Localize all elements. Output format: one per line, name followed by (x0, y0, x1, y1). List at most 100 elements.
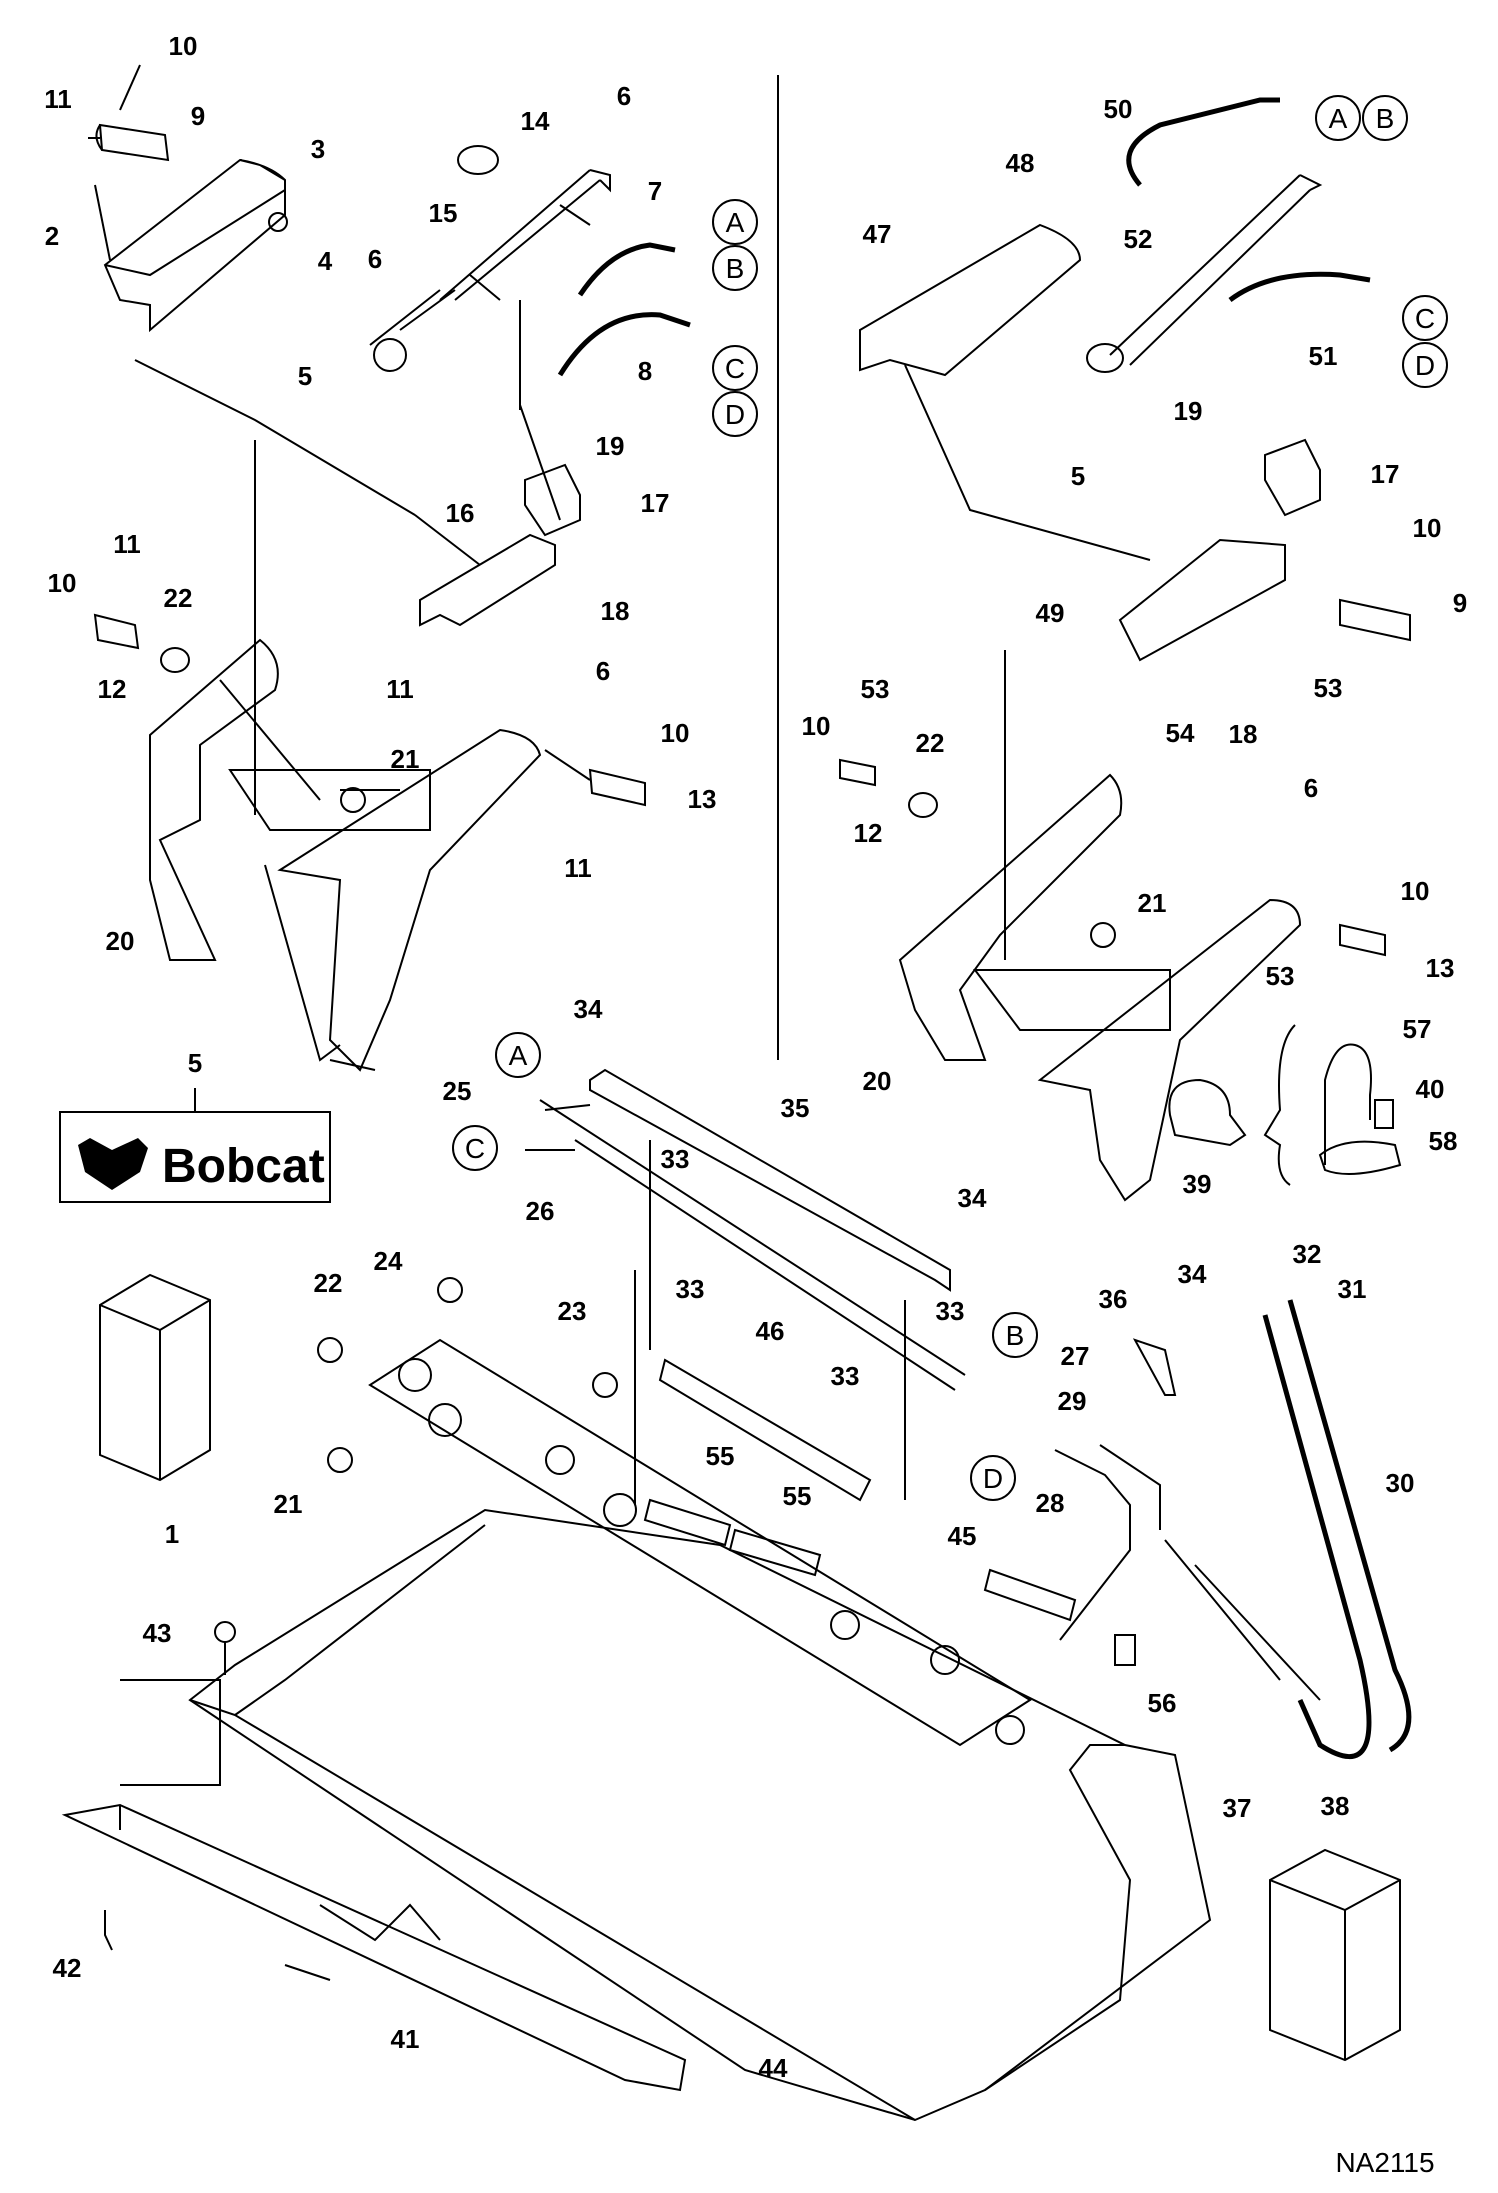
grapple-tine-left (149, 638, 279, 961)
svg-text:A: A (1329, 103, 1348, 134)
hose-guard (419, 533, 556, 627)
svg-text:B: B (726, 253, 745, 284)
nut-43 (214, 1621, 236, 1643)
hose-50 (1126, 97, 1280, 187)
callout-23: 23 (558, 1296, 587, 1326)
callout-36: 36 (1099, 1284, 1128, 1314)
callout-33: 33 (936, 1296, 965, 1326)
callout-57: 57 (1403, 1014, 1432, 1044)
callout-56: 56 (1148, 1688, 1177, 1718)
callout-34: 34 (1178, 1259, 1207, 1289)
callout-28: 28 (1036, 1488, 1065, 1518)
callout-2: 2 (45, 221, 59, 251)
bushing-23 (592, 1372, 618, 1398)
callout-46: 46 (756, 1316, 785, 1346)
bushing-22b (908, 792, 938, 818)
callout-10: 10 (48, 568, 77, 598)
grapple-crossbar (228, 769, 431, 831)
circle-b1: B (712, 245, 758, 291)
callout-24: 24 (374, 1246, 403, 1276)
callout-35: 35 (781, 1093, 810, 1123)
callout-21: 21 (1138, 888, 1167, 918)
circle-d2: D (1402, 342, 1448, 388)
callout-26: 26 (526, 1196, 555, 1226)
callout-11: 11 (386, 674, 414, 704)
circle-b3: B (992, 1312, 1038, 1358)
callout-49: 49 (1036, 598, 1065, 628)
callout-55: 55 (706, 1441, 735, 1471)
callout-10: 10 (661, 718, 690, 748)
callout-22: 22 (314, 1268, 343, 1298)
callout-33: 33 (661, 1144, 690, 1174)
callout-9: 9 (1453, 588, 1467, 618)
callout-27: 27 (1061, 1341, 1090, 1371)
cover-pivot-hole (268, 212, 288, 232)
svg-text:C: C (465, 1133, 485, 1164)
circle-a1: A (712, 199, 758, 245)
cylinder-eye-52 (1086, 343, 1124, 373)
svg-text:C: C (725, 353, 745, 384)
callout-5: 5 (298, 361, 312, 391)
cutting-edge-41 (61, 1803, 687, 2092)
bushing-21b (1090, 922, 1116, 948)
callout-10: 10 (802, 711, 831, 741)
pivot-lug-5 (830, 1610, 860, 1640)
callout-44: 44 (759, 2053, 788, 2083)
tube-29 (1099, 1444, 1161, 1530)
callout-3: 3 (311, 134, 325, 164)
callout-34: 34 (958, 1183, 987, 1213)
callout-30: 30 (1386, 1468, 1415, 1498)
callout-13: 13 (688, 784, 717, 814)
callout-37: 37 (1223, 1793, 1252, 1823)
grapple-tine-right (277, 728, 542, 1072)
callout-45: 45 (948, 1521, 977, 1551)
pivot-lug-2 (428, 1403, 462, 1437)
callout-1: 1 (165, 1519, 179, 1549)
pivot-pin (95, 123, 170, 162)
clamp-58 (1318, 1140, 1402, 1175)
cylinder-cover (103, 158, 286, 333)
callout-52: 52 (1124, 224, 1153, 254)
callout-41: 41 (391, 2024, 420, 2054)
callout-11: 11 (113, 529, 141, 559)
pin-12 (93, 613, 140, 650)
callout-16: 16 (446, 498, 475, 528)
callout-20: 20 (863, 1066, 892, 1096)
callout-33: 33 (676, 1274, 705, 1304)
cable-57 (1324, 1043, 1372, 1165)
hose-clamp-39 (1168, 1078, 1247, 1147)
logo-text: Bobcat (162, 1140, 325, 1193)
bracket-brace (1263, 1024, 1296, 1186)
callout-53: 53 (1266, 961, 1295, 991)
callout-43: 43 (143, 1618, 172, 1648)
callout-21: 21 (391, 744, 420, 774)
plate-45 (983, 1568, 1077, 1622)
pivot-lug-3 (545, 1445, 575, 1475)
pin-13 (588, 768, 646, 807)
hose-30-outer (1262, 1314, 1372, 1759)
callout-31: 31 (1338, 1274, 1367, 1304)
cylinder-rod-eye (373, 338, 407, 372)
top-cover-48 (859, 223, 1082, 377)
callout-15: 15 (429, 198, 458, 228)
svg-text:D: D (725, 399, 745, 430)
callout-11: 11 (564, 853, 592, 883)
callout-8: 8 (638, 356, 652, 386)
tag-40 (1374, 1099, 1394, 1129)
callout-11: 11 (44, 84, 72, 114)
tube-28 (1054, 1449, 1131, 1641)
callout-6: 6 (368, 244, 382, 274)
svg-text:A: A (726, 207, 745, 238)
callout-9: 9 (191, 101, 205, 131)
bushing-21c (327, 1447, 353, 1473)
callout-29: 29 (1058, 1386, 1087, 1416)
callout-33: 33 (831, 1361, 860, 1391)
right-grapple-assembly (839, 97, 1411, 1202)
bracket-17b (1264, 438, 1321, 517)
callout-48: 48 (1006, 148, 1035, 178)
callout-19: 19 (1174, 396, 1203, 426)
pin-13b (1339, 923, 1386, 957)
svg-text:B: B (1376, 103, 1395, 134)
bushing-24 (437, 1277, 463, 1303)
